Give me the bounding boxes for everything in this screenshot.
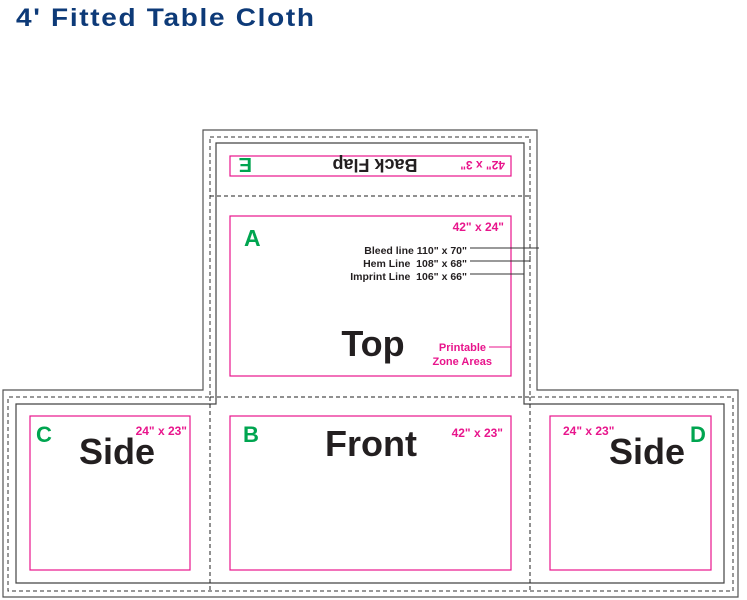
front-letter: B [243,422,259,447]
front-name: Front [325,423,417,464]
legend-bleed: Bleed line 110" x 70" [364,245,467,257]
flap-name: Back Flap [332,155,417,175]
side-left-size: 24" x 23" [136,424,187,438]
legend-hem: Hem Line 108" x 68" [363,258,467,270]
zone-side-left [29,415,191,571]
flap-letter: E [239,153,252,175]
top-letter: A [244,225,261,251]
side-right-size: 24" x 23" [563,424,614,438]
imprint-line [15,142,725,584]
side-left-name: Side [79,431,155,472]
flap-size: 42" x 3" [460,158,505,172]
hem-line [7,136,734,592]
bleed-line [2,129,739,598]
legend-printable-2: Zone Areas [432,356,492,368]
top-size: 42" x 24" [453,220,504,234]
side-right-letter: D [690,422,706,447]
zone-flap [229,155,512,177]
side-right-name: Side [609,431,685,472]
zone-front [229,415,512,571]
page-title: 4' Fitted Table Cloth [16,4,316,32]
zone-side-right [549,415,712,571]
side-left-letter: C [36,422,52,447]
front-size: 42" x 23" [452,426,503,440]
zone-top [229,215,512,377]
legend-leaders [470,247,539,275]
top-name: Top [341,323,404,364]
legend-printable-1: Printable [439,342,486,354]
fold-lines [209,195,531,591]
legend-imprint: Imprint Line 106" x 66" [350,271,467,283]
